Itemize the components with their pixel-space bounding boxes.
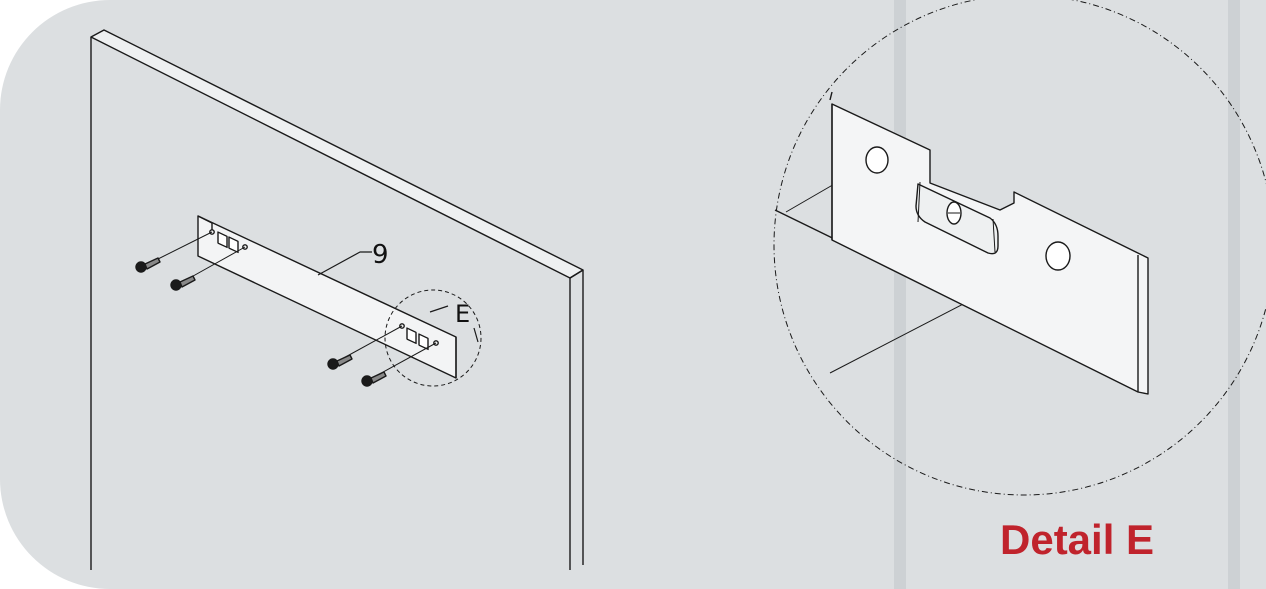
screw-1 bbox=[135, 257, 161, 273]
detail-callout-label: E bbox=[455, 300, 471, 328]
vertical-stripe-right bbox=[1228, 0, 1240, 589]
detail-circle bbox=[773, 0, 1266, 496]
detail-hole-left bbox=[865, 146, 889, 174]
callout-arrow bbox=[429, 305, 449, 313]
wall-panel bbox=[90, 29, 584, 570]
mounting-bracket bbox=[197, 215, 457, 379]
screws bbox=[135, 231, 437, 387]
detail-hole-right bbox=[1045, 241, 1071, 271]
screw-2 bbox=[170, 275, 196, 291]
part-leader-line bbox=[317, 251, 372, 276]
screw-4 bbox=[361, 371, 387, 387]
detail-title: Detail E bbox=[1000, 516, 1155, 563]
detail-callout-circle bbox=[384, 289, 482, 387]
part-number-label: 9 bbox=[372, 240, 389, 270]
detail-bracket bbox=[831, 103, 1149, 395]
screw-3 bbox=[327, 354, 353, 370]
